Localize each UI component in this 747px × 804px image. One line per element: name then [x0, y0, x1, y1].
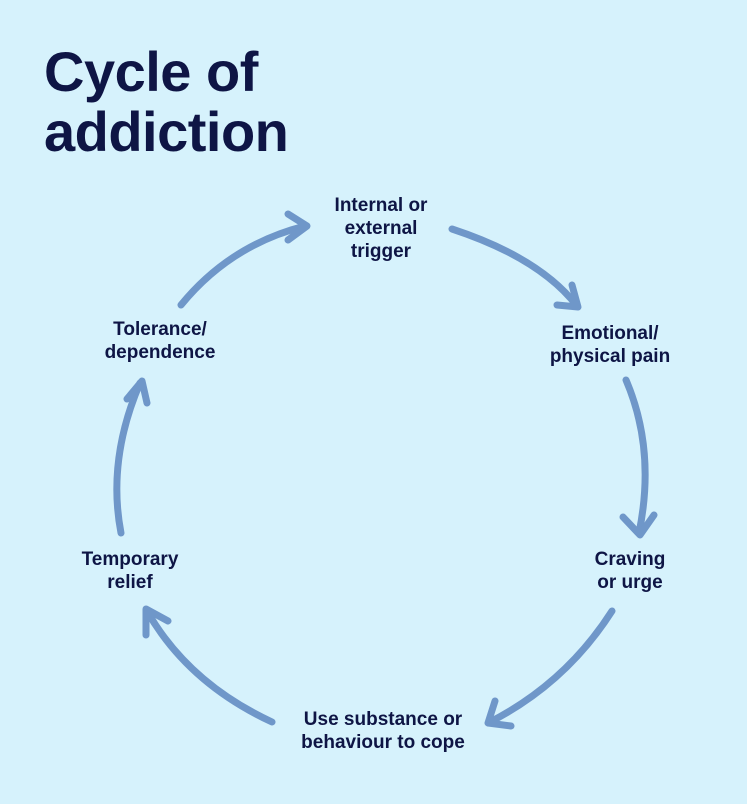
arrow-trigger-to-pain [448, 225, 581, 310]
arrow-tolerance-to-trigger [177, 222, 309, 309]
arrow-group [113, 210, 658, 730]
stage-label-line: Tolerance/ [113, 319, 207, 340]
stage-use-substance-or-behaviour: Use substance or behaviour to cope [278, 708, 488, 754]
stage-label-line: Craving [594, 549, 666, 570]
title-line-2: addiction [44, 100, 289, 163]
arrow-pain-to-craving [622, 376, 649, 537]
stage-label-line: or urge [597, 572, 663, 593]
stage-tolerance-dependence: Tolerance/ dependence [80, 318, 240, 364]
arrow-use-to-relief [143, 607, 276, 726]
page-title: Cycle of addiction [44, 42, 444, 162]
arrowhead-relief-to-tolerance [123, 377, 151, 407]
stage-label-line: external [344, 218, 418, 239]
arrowhead-use-to-relief [142, 605, 172, 639]
title-line-1: Cycle of [44, 40, 258, 103]
stage-label-line: Use substance or [303, 709, 463, 730]
stage-label-line: relief [107, 572, 153, 593]
stage-label-line: Temporary [81, 549, 179, 570]
stage-label-line: physical pain [549, 346, 671, 367]
stage-internal-external-trigger: Internal or external trigger [301, 194, 461, 263]
stage-temporary-relief: Temporary relief [60, 548, 200, 594]
stage-label-line: trigger [350, 241, 412, 262]
arrowhead-craving-to-use [484, 697, 515, 730]
arrowhead-tolerance-to-trigger [284, 210, 311, 244]
stage-label-line: dependence [104, 342, 216, 363]
stage-craving-or-urge: Craving or urge [560, 548, 700, 594]
arrowhead-trigger-to-pain [553, 281, 582, 311]
arrow-relief-to-tolerance [113, 379, 144, 537]
stage-emotional-physical-pain: Emotional/ physical pain [530, 322, 690, 368]
arrow-craving-to-use [486, 607, 616, 726]
stage-label-line: Emotional/ [561, 323, 659, 344]
stage-label-line: behaviour to cope [301, 732, 465, 753]
arrowhead-pain-to-craving [619, 511, 658, 539]
stage-label-line: Internal or [334, 195, 428, 216]
